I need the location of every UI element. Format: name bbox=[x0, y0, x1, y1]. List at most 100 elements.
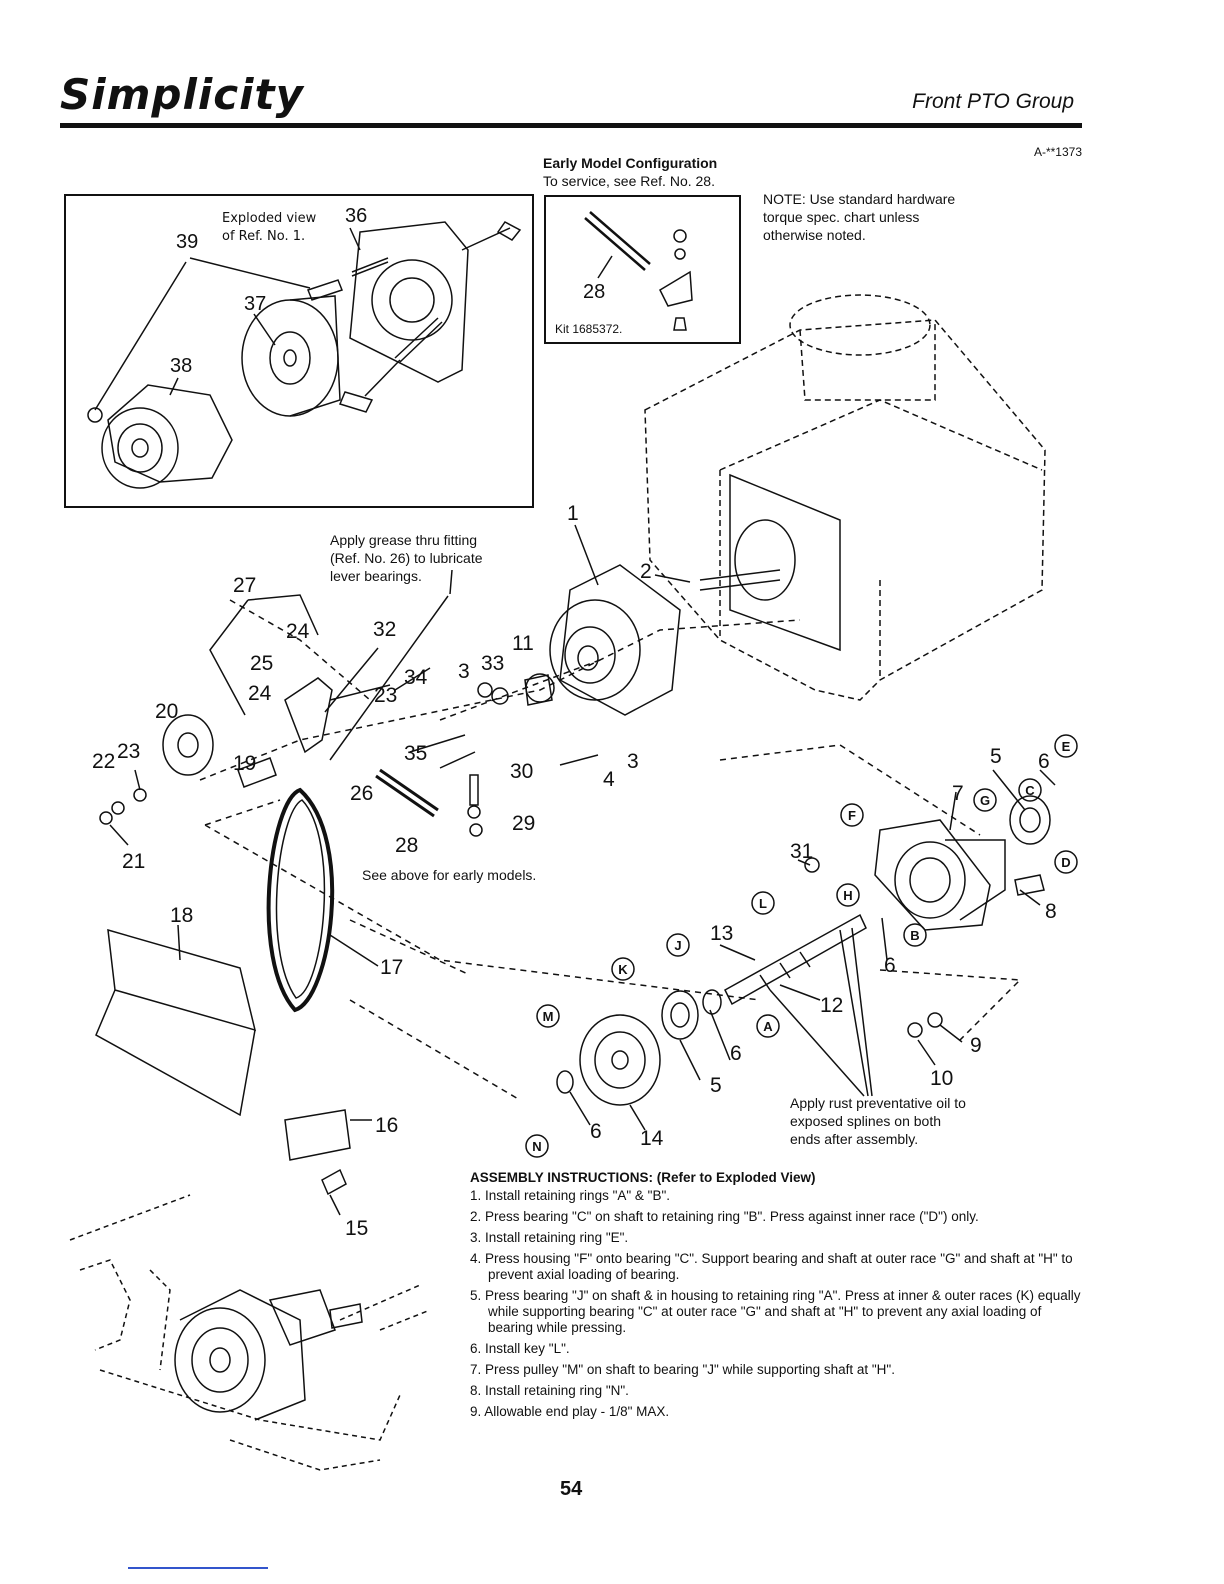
header-rule bbox=[60, 123, 1082, 128]
callout-26: 26 bbox=[350, 782, 373, 805]
note-hardware-1: NOTE: Use standard hardware bbox=[763, 191, 955, 207]
section-title: Front PTO Group bbox=[912, 90, 1074, 113]
instruction-step: 3. Install retaining ring "E". bbox=[470, 1230, 629, 1245]
belt-guard bbox=[107, 928, 257, 1032]
inset-caption-2: of Ref. No. 1. bbox=[222, 229, 305, 244]
pto-shaft bbox=[724, 913, 867, 1006]
ref-38: 38 bbox=[170, 355, 192, 377]
callout-29: 29 bbox=[512, 812, 535, 835]
clutch-assembly bbox=[524, 564, 681, 716]
callout-22: 22 bbox=[92, 750, 115, 773]
assembly-instructions: ASSEMBLY INSTRUCTIONS: (Refer to Explode… bbox=[470, 1170, 1090, 1425]
callout-25: 25 bbox=[250, 652, 273, 675]
callout-3a: 3 bbox=[458, 660, 470, 683]
lever-bracket bbox=[284, 677, 333, 754]
letter-e: E bbox=[1062, 739, 1071, 754]
callout-5a: 5 bbox=[990, 745, 1002, 768]
callout-1: 1 bbox=[567, 502, 579, 525]
ref-36: 36 bbox=[345, 205, 367, 227]
callout-9: 9 bbox=[970, 1034, 982, 1057]
callout-7: 7 bbox=[952, 782, 964, 805]
instruction-step: 4. Press housing "F" onto bearing "C". S… bbox=[470, 1251, 1073, 1282]
page-number: 54 bbox=[560, 1478, 583, 1500]
callout-5b: 5 bbox=[710, 1074, 722, 1097]
callout-2: 2 bbox=[640, 560, 652, 583]
callout-28: 28 bbox=[395, 834, 418, 857]
early-model-subtitle: To service, see Ref. No. 28. bbox=[543, 173, 715, 189]
engine-pto-face bbox=[729, 473, 841, 652]
callout-24b: 24 bbox=[248, 682, 272, 705]
note-early-models: See above for early models. bbox=[362, 867, 536, 883]
callout-6d: 6 bbox=[590, 1120, 602, 1143]
callout-32: 32 bbox=[373, 618, 396, 641]
callout-14: 14 bbox=[640, 1127, 664, 1150]
callout-15: 15 bbox=[345, 1217, 368, 1240]
figure-id: A-**1373 bbox=[1033, 145, 1082, 159]
instructions-title: ASSEMBLY INSTRUCTIONS: (Refer to Explode… bbox=[470, 1170, 816, 1185]
ref-37: 37 bbox=[244, 293, 266, 315]
ref-39: 39 bbox=[176, 231, 198, 253]
instruction-step: 7. Press pulley "M" on shaft to bearing … bbox=[470, 1362, 895, 1377]
note-rust-2: exposed splines on both bbox=[790, 1113, 941, 1129]
callout-21: 21 bbox=[122, 850, 145, 873]
callout-30: 30 bbox=[510, 760, 533, 783]
note-grease-2: (Ref. No. 26) to lubricate bbox=[330, 550, 483, 566]
tension-spring bbox=[375, 768, 439, 818]
note-hardware-2: torque spec. chart unless bbox=[763, 209, 919, 225]
letter-g: G bbox=[980, 793, 990, 808]
letter-d: D bbox=[1061, 855, 1070, 870]
engine-outline bbox=[644, 294, 1046, 701]
letter-k: K bbox=[618, 962, 628, 977]
drive-belt bbox=[266, 787, 335, 1013]
callout-33: 33 bbox=[481, 652, 504, 675]
callout-13: 13 bbox=[710, 922, 733, 945]
callout-31: 31 bbox=[790, 840, 813, 863]
pto-housing bbox=[874, 795, 1051, 931]
inset-exploded-view: Exploded view of Ref. No. 1. 36 39 37 38 bbox=[64, 194, 534, 508]
assembled-view bbox=[69, 1194, 431, 1471]
instructions-list: 1. Install retaining rings "A" & "B". 2.… bbox=[470, 1188, 1090, 1420]
assembly-guide-lines bbox=[199, 599, 1022, 1101]
callout-19: 19 bbox=[233, 752, 256, 775]
callout-8: 8 bbox=[1045, 900, 1057, 923]
bearing-j bbox=[661, 990, 699, 1040]
instruction-step: 1. Install retaining rings "A" & "B". bbox=[470, 1188, 671, 1203]
callout-20: 20 bbox=[155, 700, 178, 723]
note-hardware-3: otherwise noted. bbox=[763, 227, 866, 243]
instruction-step: 6. Install key "L". bbox=[470, 1341, 570, 1356]
note-grease-3: lever bearings. bbox=[330, 568, 422, 584]
letter-b: B bbox=[910, 928, 919, 943]
instruction-step: 9. Allowable end play - 1/8" MAX. bbox=[470, 1404, 670, 1419]
note-rust-3: ends after assembly. bbox=[790, 1131, 918, 1147]
callout-4: 4 bbox=[603, 768, 615, 791]
early-model-title: Early Model Configuration bbox=[543, 155, 717, 171]
callout-6c: 6 bbox=[730, 1042, 742, 1065]
letter-f: F bbox=[848, 808, 856, 823]
early-ref-28: 28 bbox=[583, 281, 605, 303]
callout-34: 34 bbox=[404, 666, 428, 689]
callout-18: 18 bbox=[170, 904, 193, 927]
letter-a: A bbox=[763, 1019, 773, 1034]
callout-6b: 6 bbox=[884, 954, 896, 977]
bottom-link-underline[interactable] bbox=[128, 1567, 268, 1569]
callout-10: 10 bbox=[930, 1067, 953, 1090]
inset-caption-1: Exploded view bbox=[222, 211, 317, 226]
inset-early-model: Early Model Configuration To service, se… bbox=[543, 155, 741, 344]
note-grease-1: Apply grease thru fitting bbox=[330, 532, 477, 548]
pto-pulley bbox=[579, 1014, 661, 1106]
callout-16: 16 bbox=[375, 1114, 398, 1137]
callout-23a: 23 bbox=[117, 740, 140, 763]
letter-callouts: E C G D F H B L J K A M N bbox=[525, 734, 1078, 1158]
callout-3b: 3 bbox=[627, 750, 639, 773]
letter-h: H bbox=[843, 888, 852, 903]
callout-17: 17 bbox=[380, 956, 403, 979]
letter-l: L bbox=[759, 896, 767, 911]
callout-11: 11 bbox=[512, 632, 534, 655]
letter-n: N bbox=[532, 1139, 541, 1154]
callout-numbers: 1 2 3 3 4 5 5 6 6 6 6 7 8 9 10 11 12 13 … bbox=[92, 502, 1057, 1240]
letter-c: C bbox=[1025, 783, 1035, 798]
instruction-step: 2. Press bearing "C" on shaft to retaini… bbox=[470, 1209, 979, 1224]
instruction-step: 5. Press bearing "J" on shaft & in housi… bbox=[470, 1288, 1081, 1335]
instruction-step: 8. Install retaining ring "N". bbox=[470, 1383, 629, 1398]
